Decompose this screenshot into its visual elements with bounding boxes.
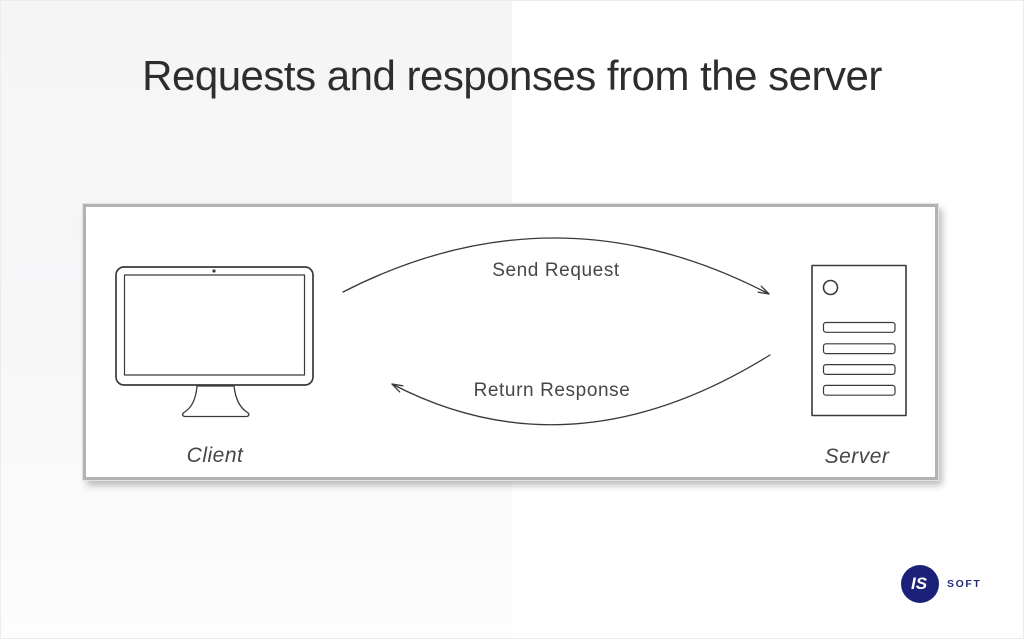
server-slot (822, 343, 896, 355)
arrowhead-left (391, 383, 404, 393)
return-response-label: Return Response (473, 380, 631, 401)
server-slot (822, 364, 896, 376)
slide-title: Requests and responses from the server (142, 52, 882, 99)
client-monitor-icon (115, 266, 314, 418)
issoft-logo: IS SOFT (901, 565, 1021, 605)
client-server-diagram-frame: Send Request Return Response Client Serv… (83, 204, 938, 480)
server-power-light (822, 279, 839, 296)
diagram-canvas (115, 237, 907, 426)
monitor-stand (181, 385, 250, 418)
server-label: Server (824, 445, 890, 468)
logo-monogram: IS (910, 574, 928, 593)
logo-wordmark: SOFT (947, 578, 982, 590)
arrowhead-right (757, 285, 770, 295)
server-slot (822, 321, 896, 333)
monitor-camera-dot (212, 269, 216, 273)
send-request-label: Send Request (492, 260, 620, 281)
logo-circle-icon: IS (901, 565, 939, 603)
return-response-arrow (391, 354, 771, 426)
client-label: Client (186, 444, 244, 467)
send-request-arrow (342, 237, 770, 295)
server-tower-icon (811, 264, 907, 417)
server-slot (822, 384, 896, 396)
